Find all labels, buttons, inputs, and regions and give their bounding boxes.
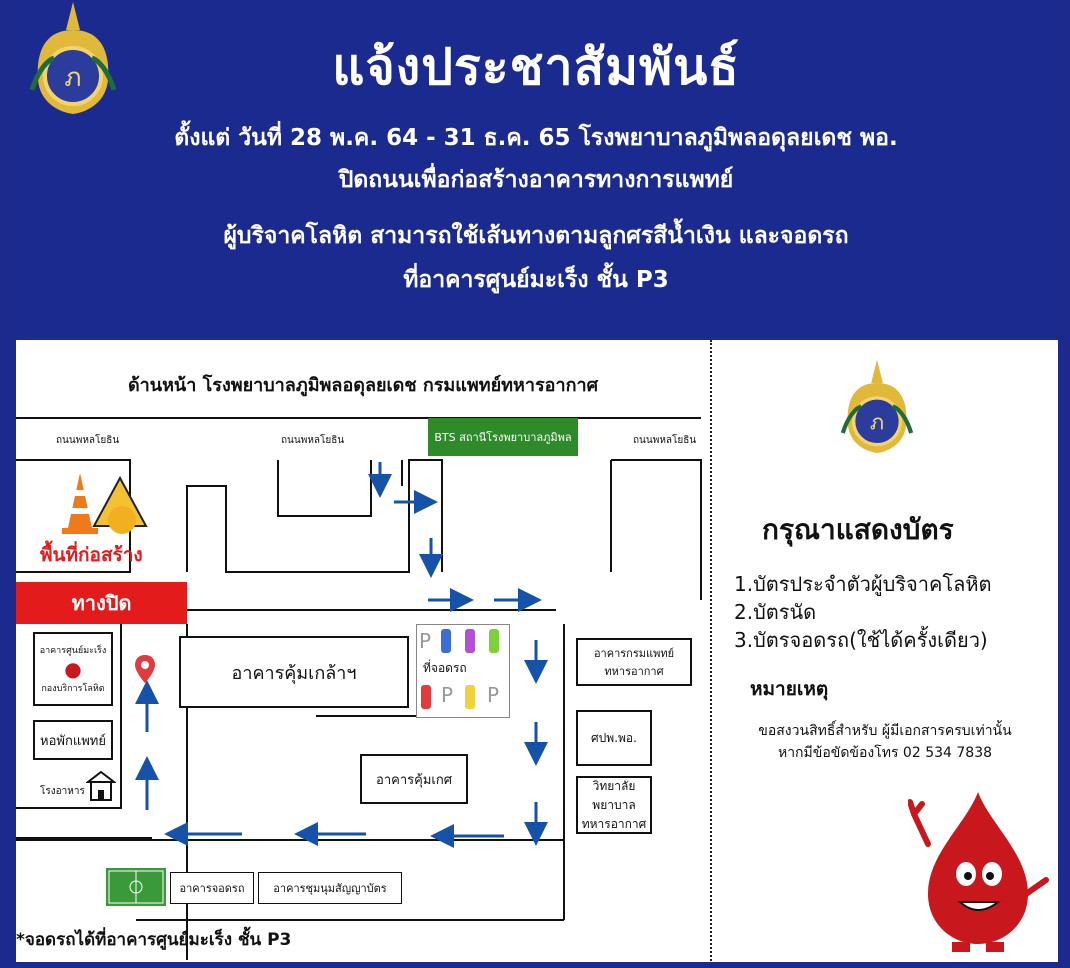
show-card-title: กรุณาแสดงบัตร: [762, 513, 954, 546]
bottom-border: [0, 962, 1070, 968]
officers-club-building: อาคารชุมนุมสัญญาบัตร: [258, 872, 402, 904]
road-closed-label: ทางปิด: [16, 582, 187, 624]
car-icon: [465, 629, 475, 653]
car-icon: [465, 685, 475, 709]
nursing-college-building: วิทยาลัย พยาบาล ทหารอากาศ: [576, 776, 652, 834]
parking-garage-building: อาคารจอดรถ: [170, 872, 254, 904]
notice-line-4: ที่อาคารศูนย์มะเร็ง ชั้น P3: [403, 267, 669, 293]
af-medical-building: อาคารกรมแพทย์ ทหารอากาศ: [576, 638, 692, 686]
college-name-1: วิทยาลัย: [592, 778, 636, 793]
parking-p-1: P: [419, 629, 432, 653]
canteen-label: โรงอาหาร: [40, 786, 85, 797]
emblem-logo: ภ: [29, 2, 117, 114]
car-icon: [489, 629, 499, 653]
road-label-left: ถนนพหลโยธิน: [56, 435, 120, 446]
af-medical-name-1: อาคารกรมแพทย์: [593, 647, 675, 660]
info-panel: ภ กรุณาแสดงบัตร 1.บัตรประจำตัวผู้บริจาคโ…: [710, 340, 1058, 964]
remark-line-2: หากมีข้อขัดข้องโทร 02 534 7838: [777, 745, 993, 761]
remark-title: หมายเหตุ: [750, 678, 829, 700]
cancer-center-name: อาคารศูนย์มะเร็ง: [39, 646, 107, 656]
construction-area-label: พื้นที่ก่อสร้าง: [40, 544, 143, 566]
road-label-right: ถนนพหลโยธิน: [633, 435, 697, 446]
route-arrows: [135, 462, 548, 848]
blood-drop-mascot: [908, 792, 1049, 952]
doctor-dorm-building: หอพักแพทย์: [33, 720, 113, 760]
page-title: แจ้งประชาสัมพันธ์: [332, 38, 740, 96]
parking-note: *จอดรถได้ที่อาคารศูนย์มะเร็ง ชั้น P3: [16, 930, 292, 950]
kumklao-building: อาคารคุ้มเกล้าฯ: [179, 636, 409, 708]
card-item-2: 2.บัตรนัด: [734, 600, 817, 624]
af-medical-name-2: ทหารอากาศ: [604, 665, 664, 678]
football-field-icon: [106, 868, 166, 906]
remark-line-1: ขอสงวนสิทธิ์สำหรับ ผู้มีเอกสารครบเท่านั้…: [758, 723, 1012, 739]
college-name-2: พยาบาล: [592, 797, 636, 812]
svg-text:ภ: ภ: [870, 411, 884, 436]
kumket-building: อาคารคุ้มเกศ: [360, 754, 468, 804]
car-icon: [441, 629, 451, 653]
map-title: ด้านหน้า โรงพยาบาลภูมิพลอดุลยเดช กรมแพทย…: [127, 375, 599, 396]
traffic-cone-icon: [62, 473, 148, 534]
cancer-center-building: อาคารศูนย์มะเร็ง ● กองบริการโลหิต: [33, 632, 113, 706]
parking-lot: P ที่จอดรถ P P: [416, 624, 510, 718]
card-item-3: 3.บัตรจอดรถ(ใช้ได้ครั้งเดียว): [734, 628, 988, 652]
blood-drop-icon: ●: [64, 657, 82, 681]
notice-line-3: ผู้บริจาคโลหิต สามารถใช้เส้นทางตามลูกศรส…: [223, 223, 849, 249]
sapp-building: ศปพ.พอ.: [576, 710, 652, 766]
card-item-1: 1.บัตรประจำตัวผู้บริจาคโลหิต: [734, 572, 992, 596]
parking-p-3: P: [487, 683, 500, 707]
emblem-logo: ภ: [840, 359, 914, 453]
parking-p-2: P: [441, 683, 454, 707]
college-name-3: ทหารอากาศ: [581, 816, 647, 831]
bts-station-label: BTS สถานีโรงพยาบาลภูมิพล: [428, 418, 578, 456]
road-label-mid: ถนนพหลโยธิน: [281, 435, 345, 446]
map-panel: ด้านหน้า โรงพยาบาลภูมิพลอดุลยเดช กรมแพทย…: [16, 340, 710, 964]
parking-lot-label: ที่จอดรถ: [423, 661, 467, 675]
blood-service-name: กองบริการโลหิต: [41, 684, 105, 694]
svg-text:ภ: ภ: [64, 63, 81, 93]
notice-line-1: ตั้งแต่ วันที่ 28 พ.ค. 64 - 31 ธ.ค. 65 โ…: [174, 125, 898, 151]
car-icon: [421, 685, 431, 709]
header-banner: ภ แจ้งประชาสัมพันธ์ ตั้งแต่ วันที่ 28 พ.…: [16, 0, 1056, 340]
notice-line-2: ปิดถนนเพื่อก่อสร้างอาคารทางการแพทย์: [338, 167, 734, 193]
building-icon: [86, 770, 116, 801]
location-pin-icon: [135, 655, 155, 683]
